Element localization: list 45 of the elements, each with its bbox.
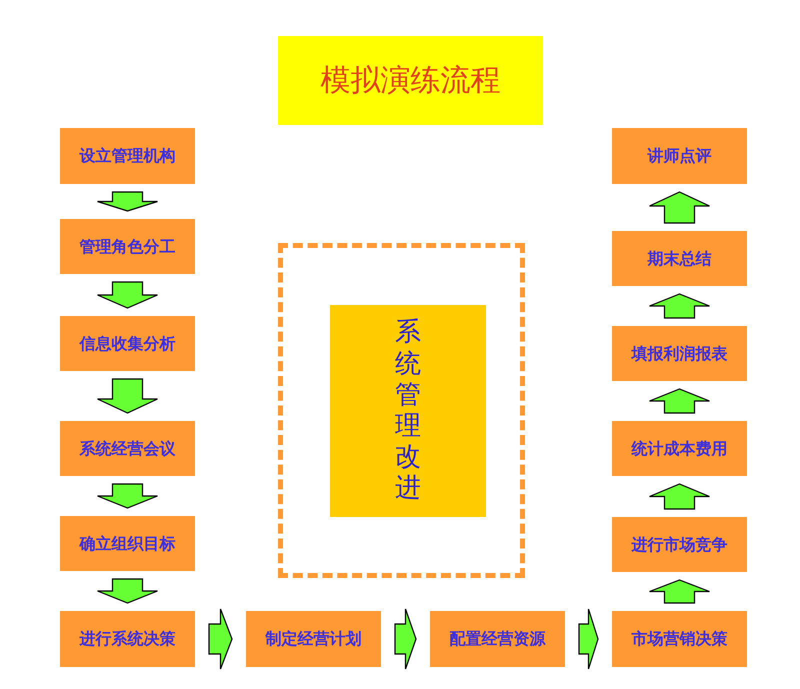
title-banner: 模拟演练流程: [278, 36, 543, 125]
block-arrow: [648, 388, 710, 414]
box-label: 进行系统决策: [80, 628, 176, 650]
block-arrow: [96, 191, 158, 212]
process-box: [60, 516, 195, 571]
block-arrow: [96, 578, 158, 604]
box-label: 信息收集分析: [80, 332, 176, 354]
box-label: 讲师点评: [648, 145, 712, 167]
box-label: 设立管理机构: [80, 145, 176, 167]
dashed-frame: [278, 243, 525, 578]
box-label: 期末总结: [648, 248, 712, 270]
process-box: [612, 231, 747, 286]
process-box: [60, 421, 195, 476]
process-box: [612, 611, 747, 667]
block-arrow: [648, 293, 710, 319]
process-box: [60, 611, 195, 667]
process-box: [430, 611, 565, 667]
process-box: [612, 326, 747, 381]
block-arrow: [96, 378, 158, 414]
box-label: 配置经营资源: [450, 628, 546, 650]
box-label: 管理角色分工: [80, 236, 176, 258]
process-box: [612, 128, 747, 184]
box-label: 系统管理改进: [395, 317, 421, 505]
process-box: [60, 128, 195, 184]
center-box: [330, 305, 486, 517]
block-arrow: [648, 483, 710, 510]
block-arrow: [394, 608, 417, 670]
process-box: [612, 421, 747, 476]
process-box: [60, 316, 195, 371]
process-box: [612, 517, 747, 572]
block-arrow: [648, 579, 710, 604]
block-arrow: [648, 191, 710, 224]
box-label: 进行市场竞争: [632, 534, 728, 556]
block-arrow: [208, 608, 233, 670]
box-label: 市场营销决策: [632, 628, 728, 650]
box-label: 填报利润报表: [632, 342, 728, 364]
box-label: 制定经营计划: [266, 628, 362, 650]
process-box: [60, 219, 195, 274]
box-label: 系统经营会议: [80, 438, 176, 460]
block-arrow: [96, 483, 158, 509]
block-arrow: [96, 281, 158, 309]
box-label: 确立组织目标: [80, 532, 176, 554]
block-arrow: [578, 608, 599, 670]
process-box: [246, 611, 381, 667]
box-label: 统计成本费用: [632, 438, 728, 460]
